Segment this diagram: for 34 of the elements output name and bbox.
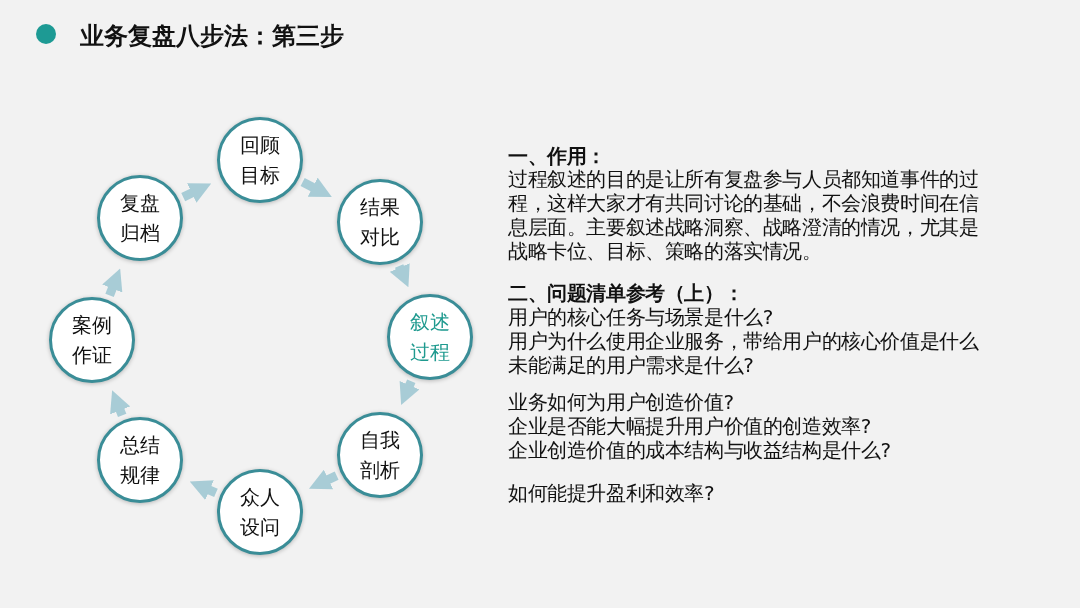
step-circle — [217, 117, 303, 203]
step-label: 总结规律 — [119, 432, 161, 489]
step-circle — [387, 294, 473, 380]
paragraph: 如何能提升盈利和效率? — [508, 481, 716, 505]
slide-title: 业务复盘八步法：第三步 — [80, 21, 344, 52]
step-label: 叙述过程 — [409, 309, 451, 366]
arrow — [389, 263, 410, 288]
step-label: 自我剖析 — [359, 427, 401, 484]
step-circle — [337, 179, 423, 265]
section-heading: 二、问题清单参考（上）： — [508, 281, 745, 305]
arrow — [110, 390, 131, 418]
arrow — [399, 379, 420, 406]
paragraph: 企业创造价值的成本结构与收益结构是什么? — [508, 438, 892, 462]
paragraph: 用户的核心任务与场景是什么? — [508, 305, 774, 329]
step-circle — [49, 297, 135, 383]
step-label: 众人设问 — [239, 484, 281, 541]
arrow — [189, 480, 218, 501]
step-label: 案例作证 — [71, 312, 113, 369]
arrow — [308, 469, 339, 490]
arrow — [102, 268, 123, 297]
arrow — [181, 183, 212, 203]
paragraph: 用户为什么使用企业服务，带给用户的核心价值是什么未能满足的用户需求是什么? — [508, 329, 980, 377]
step-circle — [97, 175, 183, 261]
paragraph: 企业是否能大幅提升用户价值的创造效率? — [508, 414, 872, 438]
step-label: 复盘归档 — [119, 190, 161, 247]
step-label: 回顾目标 — [239, 132, 281, 189]
step-circle — [337, 412, 423, 498]
arrow — [300, 177, 332, 198]
paragraph: 过程叙述的目的是让所有复盘参与人员都知道事件的过程，这样大家才有共同讨论的基础，不会浪费时间在信息层面。主要叙述战略洞察、战略澄清的情况，尤其是战略卡位、目标、策略的落实情况。 — [508, 167, 980, 263]
step-circle — [217, 469, 303, 555]
paragraph: 业务如何为用户创造价值? — [508, 390, 735, 414]
step-label: 结果对比 — [359, 194, 401, 251]
section-heading: 一、作用： — [508, 144, 607, 168]
step-circle — [97, 417, 183, 503]
